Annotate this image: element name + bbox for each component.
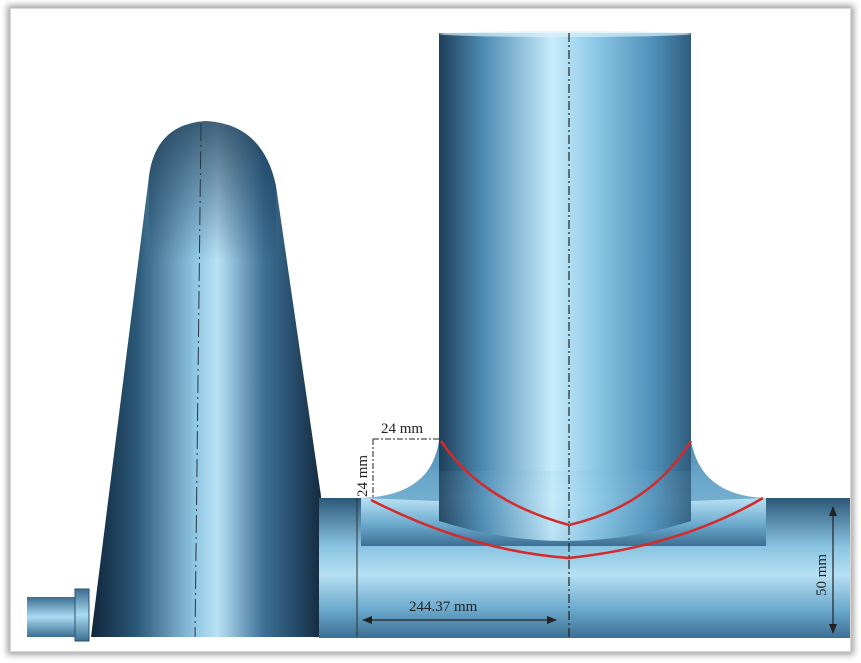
fillet-horizontal-dim-label: 24 mm	[381, 421, 423, 437]
figure-frame: 24 mm 24 mm 244.37 mm 50 mm	[10, 8, 851, 652]
branch-lower-blend	[439, 456, 691, 541]
branch-top-rim	[439, 31, 691, 37]
vertical-branch-pipe	[439, 33, 691, 473]
offset-length-dim-label: 244.37 mm	[409, 599, 478, 615]
weld-curve-outer	[370, 496, 764, 560]
fillet-left-shade	[361, 441, 439, 501]
weld-curve-inner	[439, 440, 693, 527]
inlet-stub-flange	[74, 588, 90, 642]
pipe-tee-drawing: 24 mm 24 mm 244.37 mm 50 mm	[27, 31, 850, 642]
fillet-vertical-dim-label: 24 mm	[355, 455, 371, 497]
pipe-height-dim-label: 50 mm	[814, 554, 830, 596]
pipe-bend-top-shade	[149, 121, 276, 261]
fillet-right-shade	[691, 441, 766, 501]
bend-centerline	[194, 122, 202, 638]
